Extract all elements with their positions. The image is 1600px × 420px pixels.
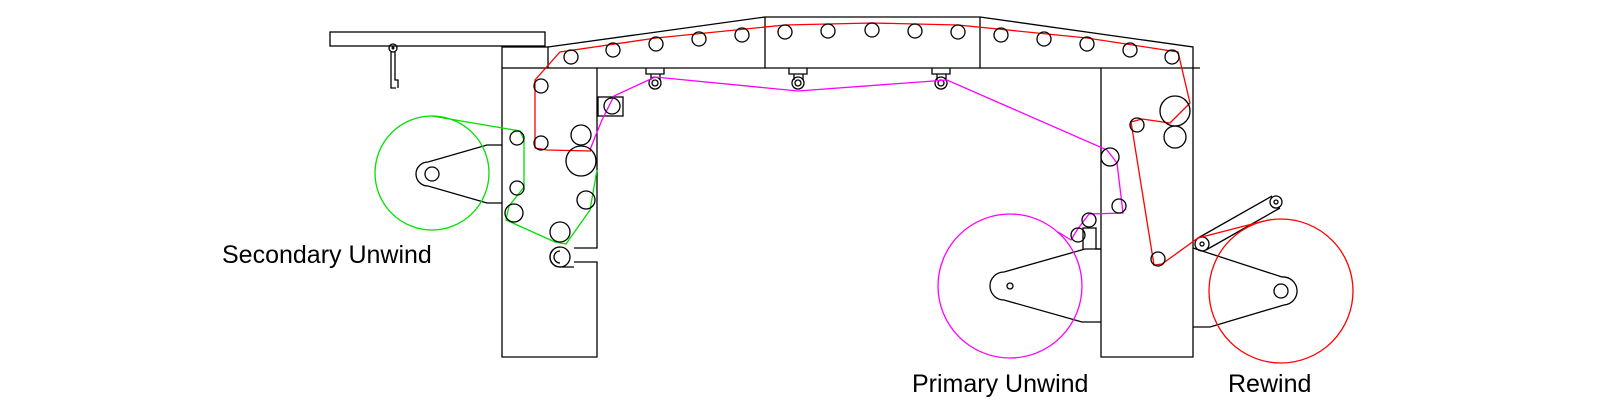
idler-hangers bbox=[645, 68, 951, 90]
label-rewind: Rewind bbox=[1228, 370, 1312, 398]
primary-unwind-arm bbox=[989, 248, 1101, 323]
right-tower bbox=[1100, 68, 1194, 358]
primary-unwind-roll bbox=[937, 213, 1083, 359]
shelf bbox=[329, 31, 546, 47]
secondary-unwind-arm bbox=[415, 144, 502, 204]
rewind-roll bbox=[1208, 218, 1354, 364]
top-left-block bbox=[501, 46, 549, 69]
rollers bbox=[504, 22, 1191, 268]
secondary-web-path bbox=[431, 115, 598, 245]
label-secondary-unwind: Secondary Unwind bbox=[222, 241, 432, 269]
label-primary-unwind: Primary Unwind bbox=[912, 370, 1089, 398]
primary-web-path bbox=[589, 76, 1124, 241]
rewind-arm bbox=[1192, 195, 1298, 328]
laminated-web-path bbox=[534, 22, 1265, 266]
left-tower bbox=[501, 68, 598, 358]
machine-frame bbox=[329, 16, 1200, 358]
secondary-unwind-roll bbox=[374, 115, 490, 231]
